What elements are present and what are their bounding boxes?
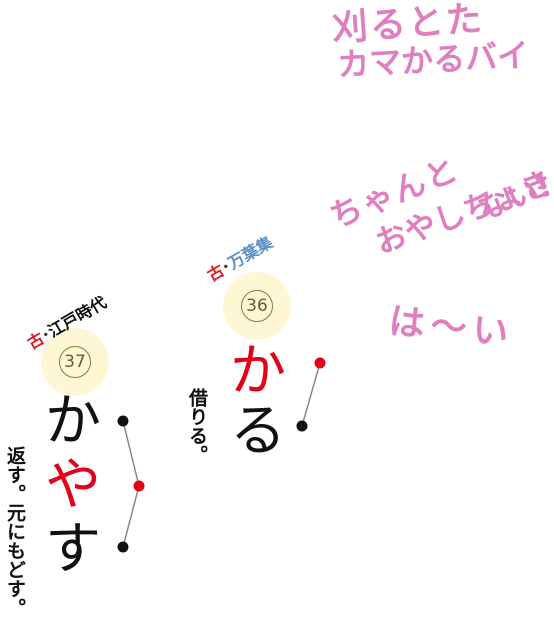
entry-37-accent-low-1 bbox=[117, 415, 129, 427]
entry-37-char-3: す bbox=[45, 517, 101, 582]
entry-37-accent-high bbox=[133, 480, 145, 492]
entry-36-accent-high bbox=[314, 357, 326, 369]
entry-36-accent-line bbox=[301, 362, 321, 427]
entry-37-meaning: 返す。元にもどす。 bbox=[3, 446, 26, 617]
entry-36-char-2: る bbox=[230, 399, 286, 464]
entry-36-accent bbox=[296, 357, 326, 432]
entry-37-accent-low-2 bbox=[117, 541, 129, 553]
entry-36-accent-low bbox=[296, 420, 308, 432]
entry-36-number-badge: 36 bbox=[223, 272, 291, 340]
entry-37-number: 37 bbox=[59, 346, 91, 378]
entry-36-number: 36 bbox=[241, 290, 273, 322]
entry-37-char-2: や bbox=[45, 453, 101, 518]
entry-37-accent bbox=[117, 415, 145, 553]
entry-36-char-1: か bbox=[230, 339, 286, 404]
entry-37-char-1: か bbox=[45, 389, 101, 454]
entry-37-number-badge: 37 bbox=[41, 328, 109, 396]
entry-36-meaning: 借りる。 bbox=[185, 388, 208, 464]
